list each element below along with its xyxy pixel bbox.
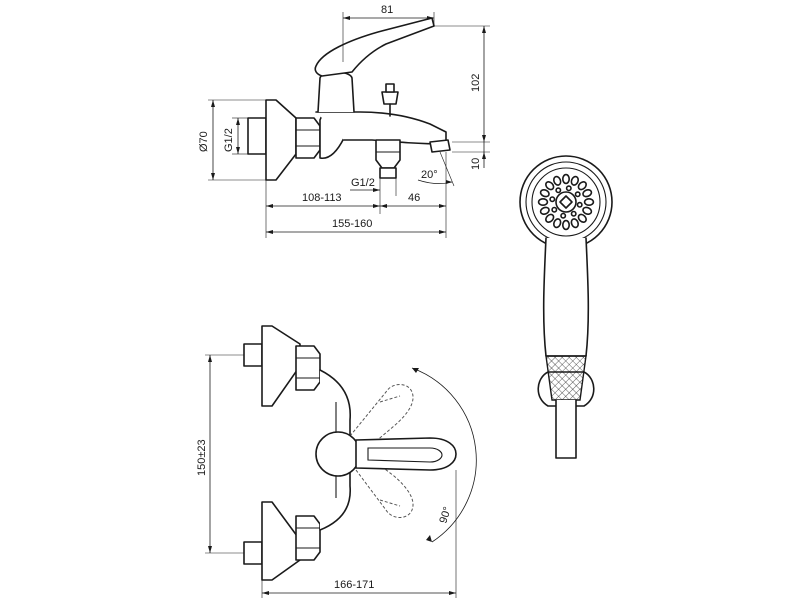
side-view: 81 102 10 20° Ø70 G1/2 bbox=[198, 4, 490, 238]
shower-nozzle bbox=[577, 213, 587, 223]
dim-spout-drop: 10 bbox=[470, 158, 482, 170]
dim-outlet-thread: G1/2 bbox=[351, 177, 375, 189]
dim-inlet-spacing: 150±23 bbox=[196, 439, 208, 476]
wall-flange bbox=[265, 99, 297, 181]
shower-nozzles bbox=[537, 173, 595, 231]
shower-hose bbox=[555, 399, 577, 459]
shower-nozzle-inner bbox=[560, 212, 567, 219]
lower-inlet-connector bbox=[243, 541, 263, 565]
wall-connector bbox=[247, 117, 267, 155]
lever-front bbox=[355, 437, 457, 471]
upper-inlet-connector bbox=[243, 343, 263, 367]
shower-nozzle-inner bbox=[549, 196, 556, 203]
shower-nozzle-inner bbox=[565, 185, 572, 192]
diverter-stem bbox=[385, 83, 395, 93]
dim-overall-width: 166-171 bbox=[334, 579, 374, 591]
shower-nozzle bbox=[561, 173, 570, 185]
spout-outlet bbox=[429, 139, 451, 153]
dim-height: 102 bbox=[470, 74, 482, 92]
shower-nozzle bbox=[583, 197, 595, 206]
shower-nozzle bbox=[570, 218, 580, 229]
shower-nozzle bbox=[539, 188, 550, 198]
shower-outlet bbox=[375, 139, 401, 169]
shower-nozzle bbox=[552, 218, 562, 229]
upper-hex-nut bbox=[295, 345, 321, 391]
lever-ghost-lower bbox=[349, 455, 414, 518]
shower-nozzle bbox=[582, 188, 593, 198]
shower-nozzle bbox=[552, 175, 562, 186]
hose-connector bbox=[545, 355, 587, 401]
dim-wall-to-outlet: 108-113 bbox=[302, 192, 342, 204]
shower-nozzle bbox=[545, 213, 555, 223]
shower-nozzle-inner bbox=[555, 187, 562, 194]
shower-nozzle-inner bbox=[551, 206, 558, 213]
hand-shower bbox=[519, 155, 613, 459]
dim-lever-rotation: 90° bbox=[437, 505, 454, 525]
lever-column bbox=[317, 71, 355, 113]
shower-nozzle-inner bbox=[574, 191, 581, 198]
shower-outlet-thread bbox=[379, 167, 397, 179]
lever-handle bbox=[314, 17, 435, 77]
hex-nut bbox=[295, 117, 321, 159]
shower-nozzle bbox=[562, 219, 571, 231]
dim-overall-depth: 155-160 bbox=[332, 218, 372, 230]
lever-hub bbox=[315, 431, 361, 477]
shower-nozzle bbox=[570, 175, 580, 186]
lower-hex-nut bbox=[295, 515, 321, 561]
dim-diameter: Ø70 bbox=[198, 131, 210, 152]
shower-nozzle bbox=[537, 198, 549, 207]
shower-nozzle bbox=[545, 181, 555, 191]
dim-outlet-to-spout: 46 bbox=[408, 192, 420, 204]
upper-flange bbox=[261, 325, 301, 407]
shower-nozzle bbox=[577, 181, 587, 191]
diverter-knob bbox=[381, 91, 399, 105]
dim-inlet-thread: G1/2 bbox=[223, 128, 235, 152]
shower-nozzle-inner bbox=[576, 201, 583, 208]
dim-spout-length: 81 bbox=[381, 4, 393, 16]
dim-spout-angle: 20° bbox=[421, 169, 438, 181]
shower-nozzle bbox=[539, 206, 550, 216]
lower-flange bbox=[261, 501, 301, 581]
front-view: 90° 150±23 166-171 bbox=[196, 325, 477, 598]
shower-handle bbox=[542, 237, 590, 357]
shower-nozzle-inner bbox=[570, 210, 577, 217]
shower-nozzle bbox=[582, 206, 593, 216]
